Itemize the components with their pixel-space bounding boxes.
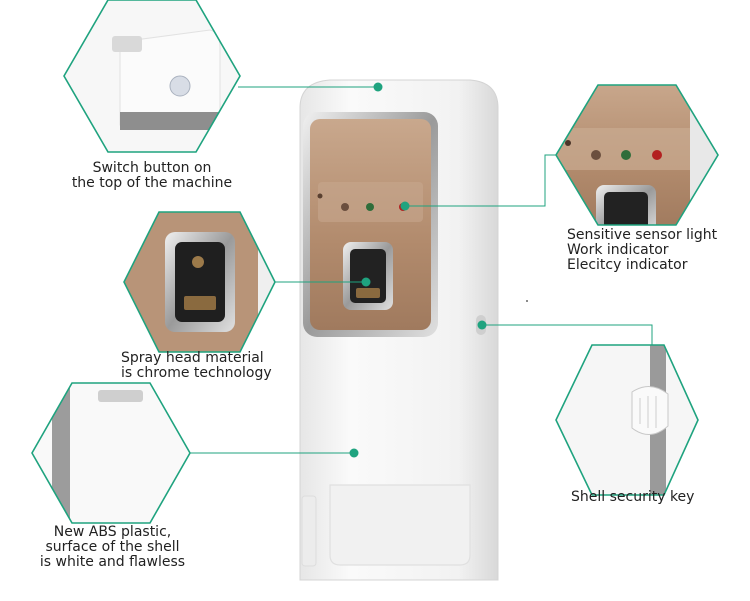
callout-sensor-line-2: Work indicator: [567, 242, 669, 258]
dot-key: [477, 320, 487, 330]
callout-sensor: Sensitive sensor light Work indicator El…: [567, 228, 717, 273]
dot-shell: [349, 448, 359, 458]
callout-sensor-line-3: Elecitcy indicator: [567, 257, 688, 273]
connector-lines: [190, 86, 653, 454]
line-key: [482, 324, 653, 345]
line-sensor: [405, 154, 556, 207]
callout-key: Shell security key: [571, 490, 694, 505]
indicator-lights-icon: [555, 84, 719, 226]
switch-button-icon: [63, 0, 241, 153]
dot-spray: [361, 277, 371, 287]
callout-switch: Switch button on the top of the machine: [62, 161, 242, 191]
callout-shell-line-1: New ABS plastic,: [53, 524, 172, 540]
callout-switch-line-2: the top of the machine: [71, 175, 233, 191]
dot-sensor: [400, 201, 410, 211]
shell-surface-icon: [31, 382, 191, 524]
callout-shell: New ABS plastic, surface of the shell is…: [20, 525, 205, 570]
callout-key-line-1: Shell security key: [571, 489, 695, 505]
callout-shell-line-3: is white and flawless: [39, 554, 186, 570]
callout-sensor-line-1: Sensitive sensor light: [567, 227, 718, 243]
connector-dots: [349, 82, 487, 458]
indicator-light-work: [366, 203, 374, 211]
spray-nozzle-icon: [123, 211, 276, 353]
air-freshener-device: [299, 79, 499, 581]
callout-spray-line-1: Spray head material: [121, 350, 264, 366]
indicator-light-1: [341, 203, 349, 211]
security-key-icon: [555, 344, 699, 496]
callout-spray: Spray head material is chrome technology: [121, 351, 272, 381]
callout-switch-line-1: Switch button on: [92, 160, 212, 176]
bottom-cover: [329, 484, 471, 566]
dot-switch: [373, 82, 383, 92]
tinted-window: [310, 119, 431, 330]
callout-spray-line-2: is chrome technology: [121, 365, 272, 381]
callout-shell-line-2: surface of the shell: [45, 539, 180, 555]
